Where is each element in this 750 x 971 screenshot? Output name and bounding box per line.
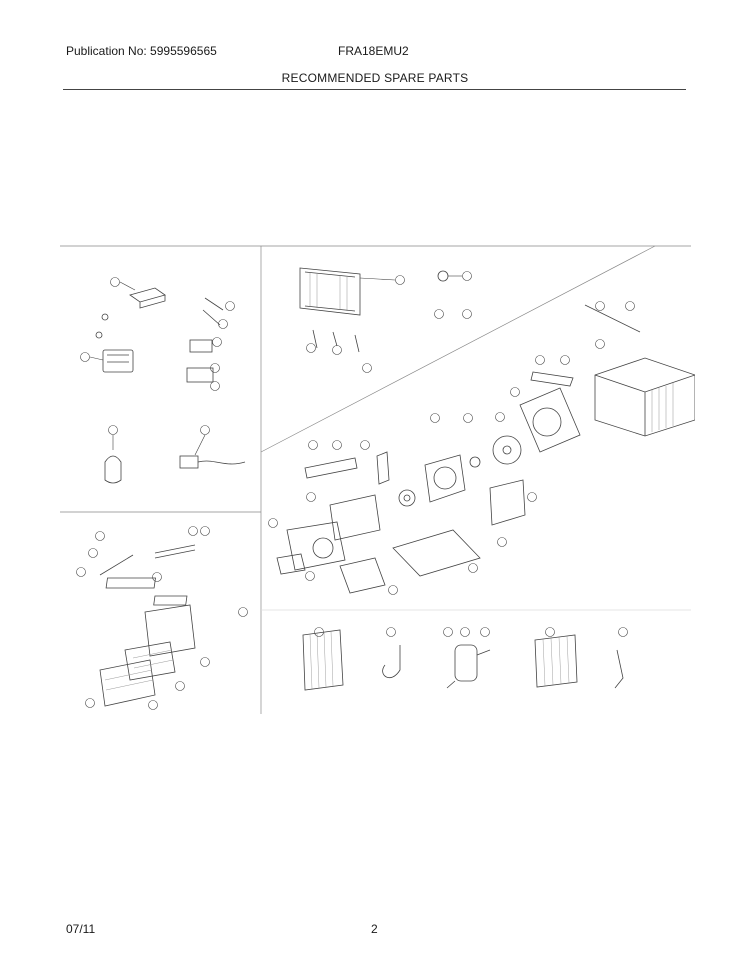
- evaporator-base-group: [276, 457, 481, 594]
- header-rule: [63, 89, 686, 90]
- revision-date: 07/11: [66, 922, 96, 936]
- page-number: 2: [371, 922, 378, 936]
- page-title: RECOMMENDED SPARE PARTS: [281, 71, 469, 85]
- fan-motor-group: [376, 387, 581, 526]
- callout-markers: [76, 271, 635, 710]
- control-parts-group: [95, 287, 224, 383]
- coils-compressor-group: [302, 629, 624, 691]
- thermistor-and-power-cord: [104, 455, 246, 484]
- panel-frame: [60, 245, 691, 714]
- model-number: FRA18EMU2: [338, 44, 409, 58]
- exploded-parts-diagram: [60, 245, 695, 714]
- front-grille-group: [99, 544, 196, 707]
- window-kit-group: [299, 267, 641, 387]
- publication-number: Publication No: 5995596565: [66, 44, 217, 58]
- cabinet-housing: [594, 357, 695, 437]
